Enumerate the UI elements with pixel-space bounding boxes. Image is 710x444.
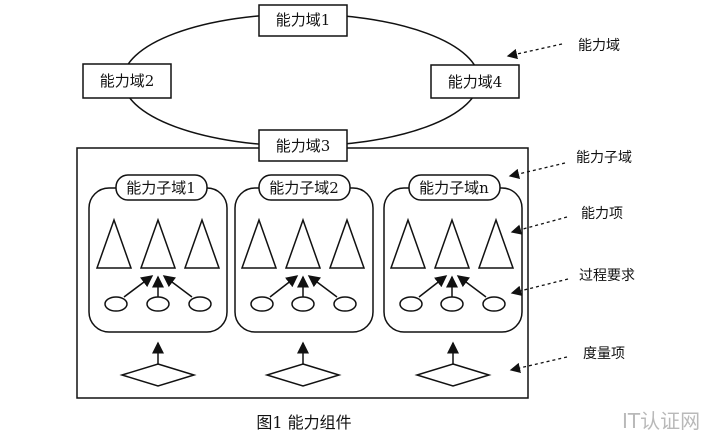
process-arrow — [269, 275, 299, 298]
subdomain-label-2: 能力子域2 — [269, 179, 339, 197]
metric-diamond-2 — [264, 363, 342, 387]
capability-triangle — [95, 217, 133, 269]
domain-label-4: 能力域4 — [448, 73, 503, 91]
figure-caption: 图1 能力组件 — [256, 413, 351, 432]
subdomain-label-box-1 — [115, 174, 208, 201]
annotation-metric: 度量项 — [583, 346, 625, 362]
capability-triangle — [284, 217, 322, 269]
watermark: IT认证网 — [622, 409, 700, 433]
domain-label-1: 能力域1 — [276, 11, 331, 29]
domain-box-4: 能力域4 — [430, 64, 520, 99]
capability-triangle — [139, 217, 177, 269]
subdomain-label-box-2 — [258, 174, 351, 201]
subdomain-label-1: 能力子域1 — [126, 179, 196, 197]
capability-triangle — [477, 217, 515, 269]
domain-box-2: 能力域2 — [82, 63, 172, 99]
process-arrow — [456, 275, 487, 298]
domain-label-3: 能力域3 — [276, 137, 331, 155]
process-ellipse — [188, 296, 212, 312]
metric-diamond-n — [414, 363, 492, 387]
process-ellipse — [482, 296, 506, 312]
annotation-pointer-process — [510, 278, 569, 296]
process-ellipse — [104, 296, 128, 312]
capability-triangle — [389, 217, 427, 269]
capability-triangle — [240, 217, 278, 269]
subdomain-1: 能力子域1 — [88, 174, 228, 333]
metric-diamond-1 — [119, 363, 197, 387]
process-arrow — [418, 275, 448, 298]
capability-triangle — [433, 217, 471, 269]
annotation-pointer-domain — [506, 43, 563, 60]
annotation-capability: 能力项 — [581, 206, 623, 222]
process-arrow — [307, 275, 338, 298]
domain-box-3: 能力域3 — [258, 129, 348, 162]
subdomain-2: 能力子域2 — [234, 174, 374, 333]
domain-label-2: 能力域2 — [100, 72, 155, 90]
domain-box-1: 能力域1 — [258, 4, 348, 37]
capability-triangle — [183, 217, 221, 269]
process-arrow — [123, 275, 154, 298]
subdomain-label-n: 能力子域n — [419, 179, 489, 197]
process-ellipse — [250, 296, 274, 312]
annotation-domain: 能力域 — [578, 38, 620, 54]
annotation-subdomain: 能力子域 — [576, 150, 632, 166]
capability-triangle — [328, 217, 366, 269]
subdomain-n: 能力子域n — [383, 174, 523, 333]
process-ellipse — [333, 296, 357, 312]
annotation-process: 过程要求 — [579, 268, 635, 284]
process-ellipse — [399, 296, 423, 312]
process-arrow — [162, 275, 193, 298]
subdomain-label-box-n — [408, 174, 501, 201]
